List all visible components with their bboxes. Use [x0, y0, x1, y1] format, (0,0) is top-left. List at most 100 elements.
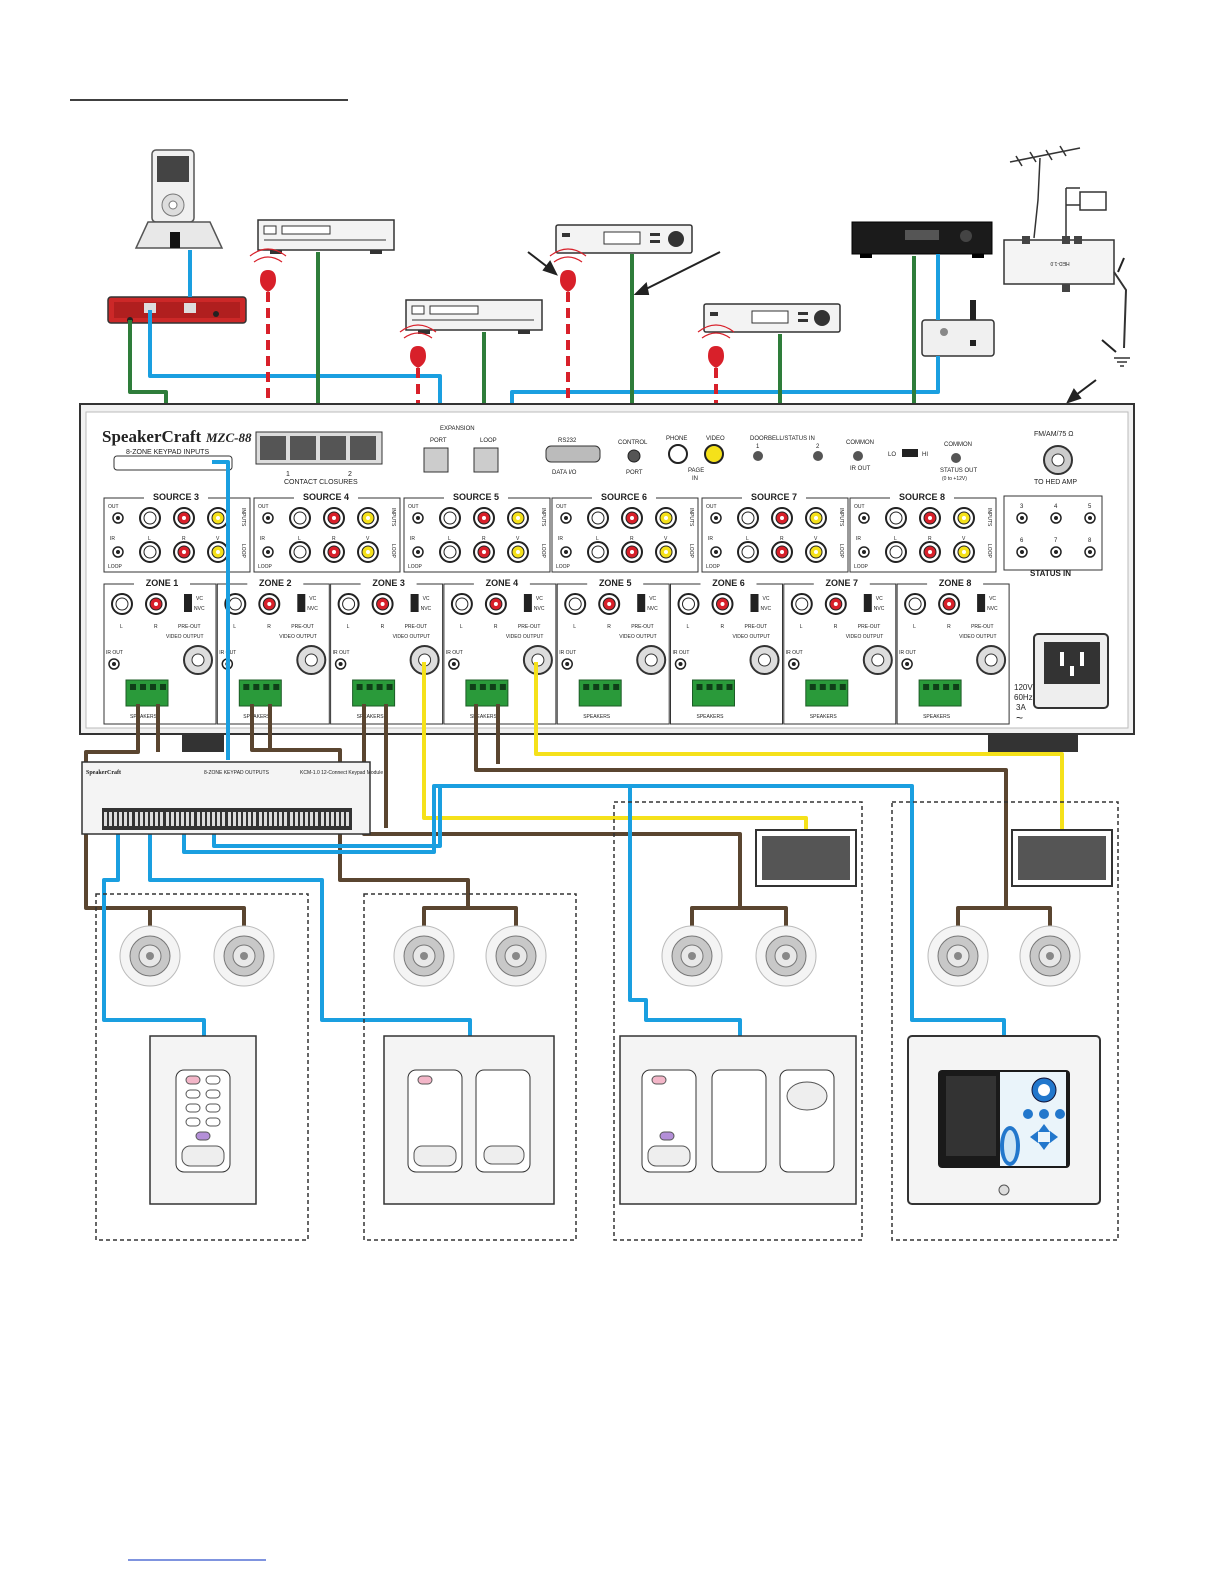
- source-ir-out-jack-pin: [862, 516, 866, 520]
- source-v-loop[interactable]: [805, 541, 827, 563]
- zone-speakers-label: SPEAKERS: [697, 714, 725, 720]
- source-l-input[interactable]: [139, 507, 161, 529]
- source-r-loop[interactable]: [771, 541, 793, 563]
- keypad-1-icon[interactable]: [149, 1035, 257, 1205]
- ceiling-speaker-icon: [1019, 925, 1081, 987]
- source-l-loop[interactable]: [737, 541, 759, 563]
- zone-speaker-terminal[interactable]: [465, 679, 509, 707]
- source-l-input[interactable]: [439, 507, 461, 529]
- zone-speaker-terminal[interactable]: [352, 679, 396, 707]
- source-l-loop[interactable]: [139, 541, 161, 563]
- source-r-input[interactable]: [771, 507, 793, 529]
- zone-r-preout[interactable]: [484, 593, 507, 615]
- zone-r-preout[interactable]: [598, 593, 621, 615]
- zone-l-preout[interactable]: [111, 593, 133, 615]
- zone-l-preout[interactable]: [564, 593, 587, 615]
- zone-speaker-terminal[interactable]: [918, 679, 962, 707]
- page-video-jack[interactable]: [704, 444, 724, 464]
- source-v-loop[interactable]: [357, 541, 379, 563]
- source-r-loop[interactable]: [621, 541, 643, 563]
- source-v-loop[interactable]: [507, 541, 529, 563]
- source-l-loop[interactable]: [289, 541, 311, 563]
- zone-r-preout[interactable]: [371, 593, 394, 615]
- zone-r-preout-pin: [493, 602, 498, 606]
- zone-vc-switch[interactable]: [863, 594, 872, 612]
- zone-vc-switch[interactable]: [523, 594, 532, 612]
- source-r-loop[interactable]: [473, 541, 495, 563]
- zone-vc-label: VC: [989, 596, 996, 602]
- source-v-input[interactable]: [655, 507, 677, 529]
- zone-l-preout[interactable]: [904, 593, 927, 615]
- zone-l-preout[interactable]: [790, 593, 813, 615]
- contact-closures[interactable]: [255, 431, 383, 465]
- zone-r-preout-pin: [947, 602, 952, 606]
- expansion-loop-port[interactable]: [473, 447, 499, 473]
- source-v-input[interactable]: [207, 507, 229, 529]
- source-r-input[interactable]: [323, 507, 345, 529]
- doorbell-1-jack[interactable]: [753, 451, 763, 461]
- zone-r-preout[interactable]: [824, 593, 847, 615]
- source-v-input[interactable]: [507, 507, 529, 529]
- source-r-input[interactable]: [473, 507, 495, 529]
- zone-r-preout[interactable]: [938, 593, 961, 615]
- lo-hi-switch[interactable]: [902, 449, 918, 457]
- speaker-tweeter: [688, 952, 696, 960]
- source-r-loop[interactable]: [173, 541, 195, 563]
- source-v-input[interactable]: [357, 507, 379, 529]
- zone-speaker-terminal[interactable]: [238, 679, 282, 707]
- zone-speaker-terminal[interactable]: [125, 679, 169, 707]
- zone-vc-switch[interactable]: [297, 594, 306, 612]
- zone-l-preout[interactable]: [224, 593, 247, 615]
- zone-speaker-terminal[interactable]: [805, 679, 849, 707]
- callout-arrows: [527, 251, 1125, 404]
- source-l-loop[interactable]: [439, 541, 461, 563]
- keypad-expander-module[interactable]: SpeakerCraft 8-ZONE KEYPAD OUTPUTS KCM-1…: [81, 761, 383, 835]
- zone-r-preout[interactable]: [711, 593, 734, 615]
- ir-emitters: [260, 270, 724, 368]
- source-inputs-label: INPUTS: [688, 508, 694, 527]
- keypad-3-icon[interactable]: [619, 1035, 857, 1205]
- ceiling-speakers: [119, 925, 1081, 987]
- zone-vc-switch[interactable]: [410, 594, 419, 612]
- source-v-input[interactable]: [805, 507, 827, 529]
- source-r-input[interactable]: [173, 507, 195, 529]
- control-port[interactable]: [627, 449, 641, 463]
- source-r-input[interactable]: [919, 507, 941, 529]
- source-l-input[interactable]: [885, 507, 907, 529]
- zone-speaker-terminal[interactable]: [692, 679, 735, 707]
- zone-vc-switch[interactable]: [637, 594, 646, 612]
- expansion-port[interactable]: [423, 447, 449, 473]
- source-l-input[interactable]: [289, 507, 311, 529]
- zone-preout-label: PRE-OUT: [291, 624, 314, 630]
- source-v-loop[interactable]: [953, 541, 975, 563]
- source-r-input[interactable]: [621, 507, 643, 529]
- zone-speaker-terminal[interactable]: [578, 679, 622, 707]
- terminal-screw: [150, 684, 156, 690]
- source-r-input-pin: [182, 516, 186, 520]
- zone-r-preout[interactable]: [145, 593, 167, 615]
- status-out-jack[interactable]: [951, 453, 961, 463]
- zone-vc-switch[interactable]: [750, 594, 759, 612]
- source-l-input[interactable]: [737, 507, 759, 529]
- keypad-2-icon[interactable]: [383, 1035, 555, 1205]
- zone-l-preout[interactable]: [677, 593, 700, 615]
- doorbell-2-jack[interactable]: [813, 451, 823, 461]
- source-v-loop[interactable]: [655, 541, 677, 563]
- keypad-inputs-port[interactable]: [113, 455, 233, 471]
- source-r-loop[interactable]: [323, 541, 345, 563]
- zone-vc-switch[interactable]: [977, 594, 986, 612]
- source-l-input[interactable]: [587, 507, 609, 529]
- source-l-loop[interactable]: [587, 541, 609, 563]
- rs232-port[interactable]: [545, 445, 601, 463]
- keypad-4-touchscreen-icon[interactable]: [907, 1035, 1101, 1205]
- source-v-loop[interactable]: [207, 541, 229, 563]
- zone-vc-switch[interactable]: [184, 594, 192, 612]
- phone-jack[interactable]: [668, 444, 688, 464]
- zone-l-preout[interactable]: [450, 593, 473, 615]
- zone-r-preout[interactable]: [258, 593, 281, 615]
- source-v-input[interactable]: [953, 507, 975, 529]
- source-r-loop[interactable]: [919, 541, 941, 563]
- zone-l-preout[interactable]: [337, 593, 360, 615]
- common-jack[interactable]: [853, 451, 863, 461]
- source-l-loop[interactable]: [885, 541, 907, 563]
